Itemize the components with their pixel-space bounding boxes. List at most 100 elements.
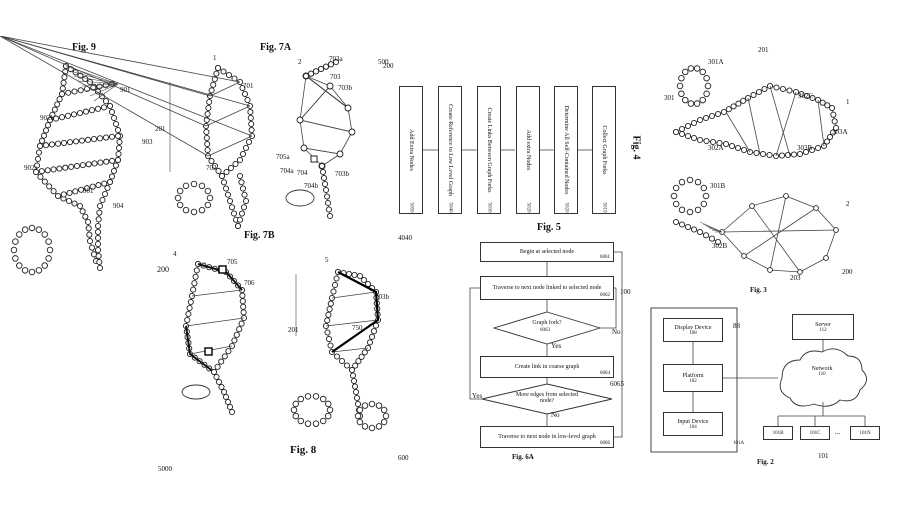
fig8r-edge xyxy=(331,291,377,299)
fig9-rung-5-node xyxy=(106,178,114,186)
fig6a-traverse-low: Traverse to next node in low-level graph… xyxy=(480,426,614,448)
fig2-server-text: Server xyxy=(815,321,831,328)
fig3-ring-301b-node xyxy=(672,184,680,192)
fig7a-graph1-edges xyxy=(0,36,209,157)
fig8-chain-right-node xyxy=(327,342,334,349)
fig9-rung-5-node xyxy=(78,186,85,193)
fig2-server-ref: 112 xyxy=(819,327,827,333)
fig8-chain-right-node xyxy=(351,271,358,279)
fig9-rung-3-node xyxy=(48,141,56,148)
fig3-ref-201: 201 xyxy=(758,46,769,54)
fig9-rung-2-node xyxy=(88,107,96,114)
fig3-fan-edge xyxy=(711,229,723,233)
fig8-ref-5: 5 xyxy=(325,256,329,264)
drawing-canvas xyxy=(0,36,867,453)
fig9-rung-5-node xyxy=(101,180,108,187)
fig7a-chain-1-node xyxy=(244,96,251,104)
fig3-coarse-chain-node xyxy=(790,151,798,158)
fig3-ref-1: 1 xyxy=(846,98,850,106)
fig3-ref-301A: 301A xyxy=(708,58,724,66)
fig7a-chain-1-node xyxy=(203,128,210,136)
fig9-ring-node xyxy=(41,231,48,238)
fig3-ring-301a-node xyxy=(693,100,701,107)
fig9-chain-left-node xyxy=(42,127,50,134)
fig9-ring-node xyxy=(46,246,54,254)
fig3-ring-301b-node xyxy=(700,184,708,192)
fig8-chain-right-node xyxy=(366,339,374,346)
fig7a-chain-1-node xyxy=(225,71,233,79)
fig3-graph2-edge xyxy=(785,195,817,209)
fig2-client-b: 101B xyxy=(763,426,793,440)
fig8-chain-right-node xyxy=(324,329,331,336)
fig9-chain-left-node xyxy=(76,202,84,210)
fig3-ring-301b-node xyxy=(702,192,710,200)
fig7a-top-node xyxy=(317,65,325,73)
fig2-platform: Platform 102 xyxy=(663,364,723,392)
fig9-chain-left-node xyxy=(54,101,61,108)
fig9-rung-4-node xyxy=(109,157,116,164)
fig3-coarse-chain-node xyxy=(830,111,837,118)
fig9-chain-left-node xyxy=(35,149,43,156)
fig5-ref: 500 xyxy=(378,58,389,66)
fig2-ref-101: 101 xyxy=(818,452,829,460)
fig7a-ring-1-node xyxy=(174,194,182,202)
fig6a-loop-no xyxy=(600,287,617,329)
fig7a-tail-2-node xyxy=(240,204,248,211)
fig9-rung-2-node xyxy=(52,115,60,122)
fig7a-ref-2: 2 xyxy=(298,58,302,66)
fig7a-chain-1-node xyxy=(208,87,215,94)
fig9-fan-edge xyxy=(77,80,119,85)
fig9-rung-1-node xyxy=(58,90,66,98)
fig3-ring-301b-node xyxy=(700,200,708,208)
fig7a-graph1-edges xyxy=(0,36,253,137)
fig9-rung-3-node xyxy=(108,133,116,140)
fig8-chain-left-node xyxy=(218,358,225,365)
fig2-platform-text: Platform xyxy=(682,372,704,379)
fig5-step-5-ref: 5040 xyxy=(447,202,453,213)
fig7a-tail-2-node xyxy=(241,191,248,198)
fig8-chain-left-node xyxy=(240,303,247,310)
fig9-chain-left-node xyxy=(65,197,73,205)
fig3-coarse-chain-node xyxy=(773,84,780,91)
fig6a-fork-ref: 6063 xyxy=(540,328,550,333)
fig9-fan-edge xyxy=(73,75,119,85)
fig7a-graph2-node xyxy=(296,116,304,124)
fig7b-title: Fig. 7B xyxy=(244,230,275,241)
fig7a-ref-704a: 704a xyxy=(280,167,294,175)
fig6a-traverse-linked-text: Traverse to next node linked to selected… xyxy=(492,285,602,291)
fig8-tail-node xyxy=(215,378,223,386)
fig9-fan-edge xyxy=(89,83,119,97)
fig7a-graph2-tail-node xyxy=(323,193,331,200)
fig9-ring-node xyxy=(28,268,36,276)
fig7a-graph2-edge xyxy=(321,153,341,167)
fig9-chain-left-node xyxy=(38,137,46,144)
fig3-coarse-chain-node xyxy=(803,92,811,100)
fig7a-graph2-edge xyxy=(303,147,341,155)
fig8-right-highlight xyxy=(331,271,380,353)
fig8-ring-a-node xyxy=(312,393,320,400)
fig3-edge xyxy=(817,99,825,147)
fig9-chain-right-node xyxy=(96,209,103,216)
fig7a-chain-1-node xyxy=(248,120,255,128)
fig3-coarse-chain-node xyxy=(786,87,793,94)
fig3-coarse-chain-node xyxy=(672,128,680,136)
fig8-right-tail-node xyxy=(348,366,356,374)
fig8-chain-left-node xyxy=(225,348,232,355)
fig3-ring-301a-node xyxy=(699,68,706,76)
fig8-chain-right-node xyxy=(361,349,368,356)
fig8-ring-b-node xyxy=(380,418,388,426)
fig5-step-6-text: Add Extra Nodes xyxy=(408,129,414,171)
fig9-rung-2-node xyxy=(76,109,84,117)
fig9-rung-5-node xyxy=(60,191,67,198)
fig9-ring-node xyxy=(16,262,23,269)
fig7a-tail-2-node xyxy=(234,222,242,230)
fig3-ring-301b-node xyxy=(670,192,678,200)
fig2-ref-88: 88 xyxy=(733,322,740,330)
fig9-chain-right-node xyxy=(99,196,106,204)
fig8-ring-a-node xyxy=(319,395,327,403)
fig3-ring-301a-node xyxy=(678,74,685,82)
fig3-ring-301a-node xyxy=(678,90,685,98)
fig7a-graph2-edge xyxy=(299,119,305,149)
fig3-coarse-chain-node xyxy=(720,108,728,116)
fig7a-chain-1-node xyxy=(213,70,220,77)
